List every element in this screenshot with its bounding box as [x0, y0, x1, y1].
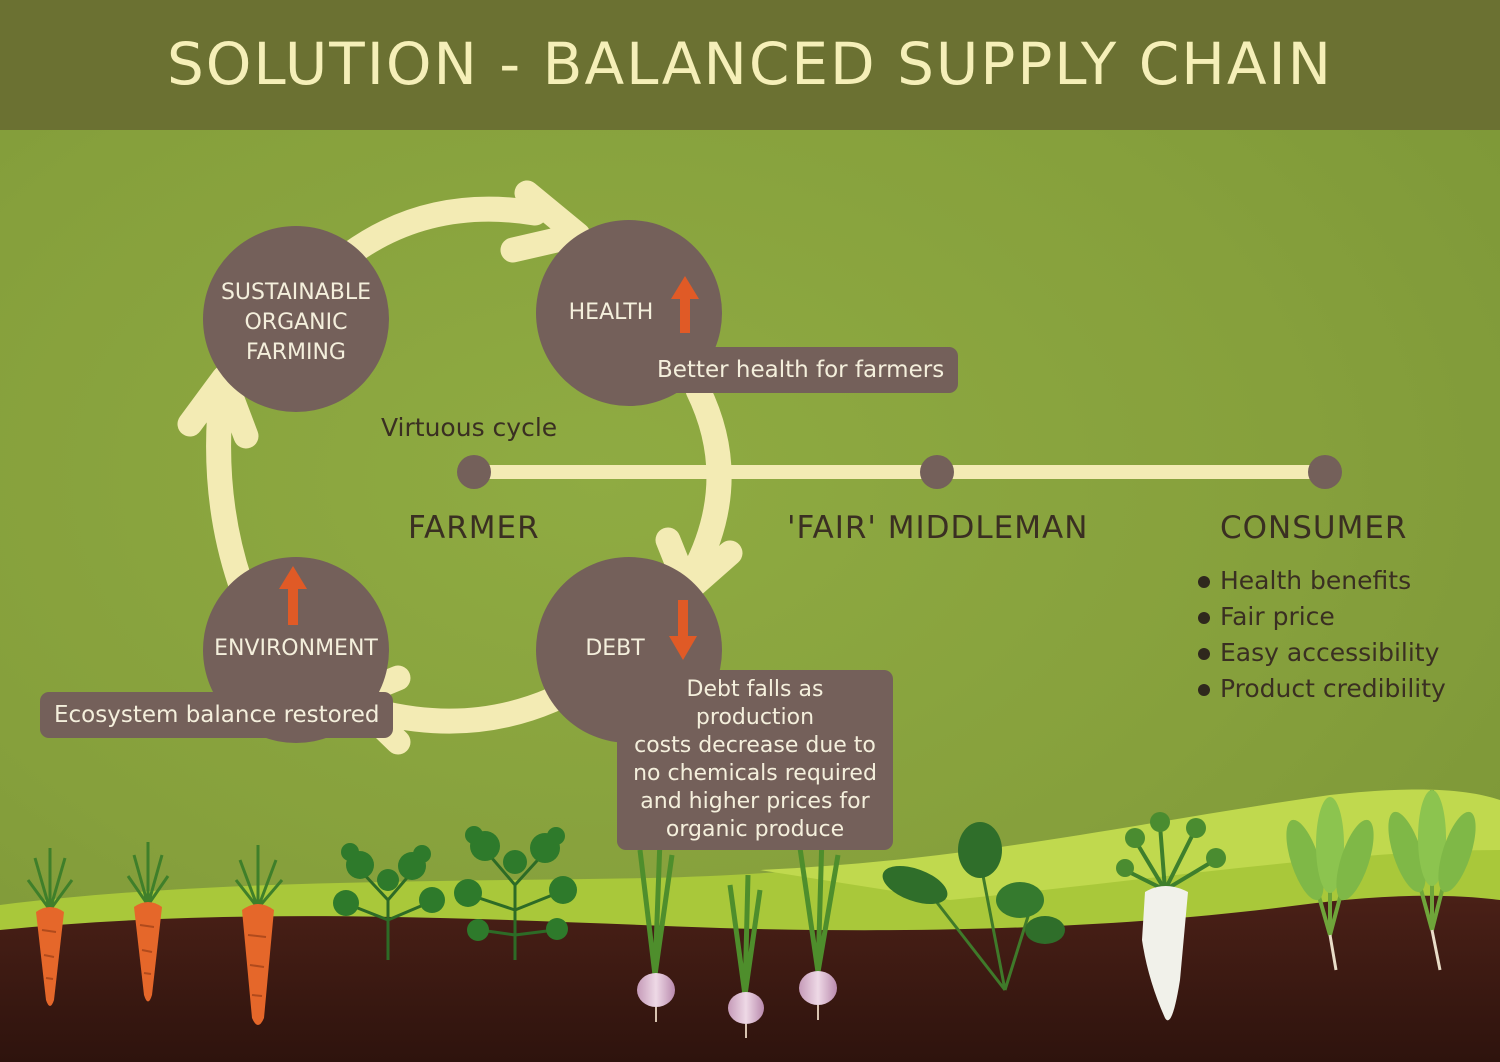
list-item: Fair price — [1196, 599, 1446, 635]
node-sustainable-organic-farming — [203, 226, 389, 412]
supply-chain-node-consumer — [1308, 455, 1342, 489]
up-arrow-icon — [279, 566, 307, 625]
parsley-icon — [333, 843, 445, 960]
onion-icon — [637, 839, 675, 1022]
parsley-icon — [454, 826, 577, 960]
node-title-environment: ENVIRONMENT — [214, 636, 378, 661]
list-item: Easy accessibility — [1196, 635, 1446, 671]
supply-chain-node-farmer — [457, 455, 491, 489]
virtuous-cycle-label: Virtuous cycle — [381, 413, 558, 442]
carrot-icon — [26, 848, 74, 1006]
lettuce-icon — [1286, 797, 1374, 971]
arrow-farming-to-health — [337, 180, 591, 267]
soil — [0, 895, 1500, 1062]
onion-icon — [727, 874, 764, 1038]
stage-label-farmer: FARMER — [408, 510, 540, 546]
up-arrow-icon — [671, 276, 699, 333]
header-bar: SOLUTION - BALANCED SUPPLY CHAIN — [0, 0, 1500, 130]
node-title-health: HEALTH — [568, 300, 654, 325]
supply-chain-line — [457, 455, 1342, 489]
down-arrow-icon — [669, 600, 697, 660]
callout-health: Better health for farmers — [643, 347, 959, 393]
carrot-icon — [126, 842, 170, 1002]
stage-label-middleman: 'FAIR' MIDDLEMAN — [787, 510, 1089, 546]
consumer-benefits-list: Health benefits Fair price Easy accessib… — [1196, 563, 1446, 707]
callout-debt: Debt falls as production costs decrease … — [617, 670, 893, 850]
lettuce-icon — [1388, 790, 1476, 971]
arrow-health-to-debt — [655, 377, 743, 603]
ground — [0, 789, 1500, 1062]
callout-environment: Ecosystem balance restored — [40, 692, 394, 738]
carrot-icon — [234, 845, 284, 1025]
spinach-icon — [882, 822, 1065, 991]
node-title-debt: DEBT — [585, 636, 645, 661]
arrow-environment-to-farming — [177, 365, 259, 595]
list-item: Health benefits — [1196, 563, 1446, 599]
supply-chain-node-middleman — [920, 455, 954, 489]
radish-icon — [1116, 812, 1226, 1021]
onion-icon — [797, 834, 841, 1020]
node-title-farming: SUSTAINABLE ORGANIC FARMING — [220, 280, 372, 365]
page-title: SOLUTION - BALANCED SUPPLY CHAIN — [166, 30, 1334, 98]
cycle-arrows — [177, 180, 743, 755]
stage-label-consumer: CONSUMER — [1220, 510, 1408, 546]
list-item: Product credibility — [1196, 671, 1446, 707]
